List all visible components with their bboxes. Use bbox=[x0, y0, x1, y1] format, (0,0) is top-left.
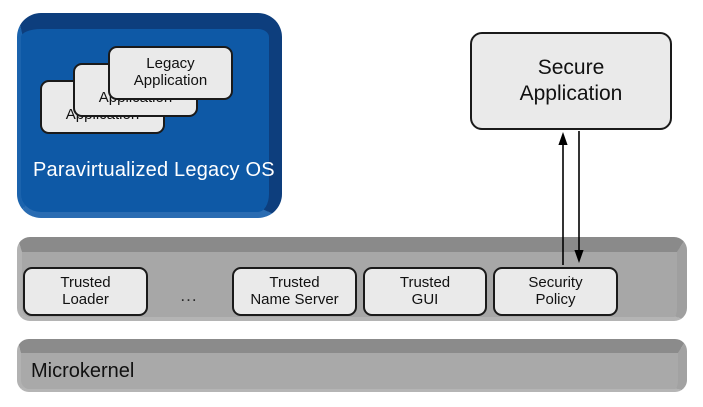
security-policy-box: Security Policy bbox=[493, 267, 618, 316]
trusted-name-server-box: Trusted Name Server bbox=[232, 267, 357, 316]
microkernel-bar bbox=[17, 339, 687, 392]
trusted-gui-box: Trusted GUI bbox=[363, 267, 487, 316]
secure-application-box: Secure Application bbox=[470, 32, 672, 130]
trusted-loader-box: Trusted Loader bbox=[23, 267, 148, 316]
legacy-application-box-front: Legacy Application bbox=[108, 46, 233, 100]
microkernel-label: Microkernel bbox=[31, 360, 135, 382]
ellipsis-label: ... bbox=[180, 286, 198, 305]
paravirtualized-legacy-os-label: Paravirtualized Legacy OS bbox=[33, 159, 275, 181]
